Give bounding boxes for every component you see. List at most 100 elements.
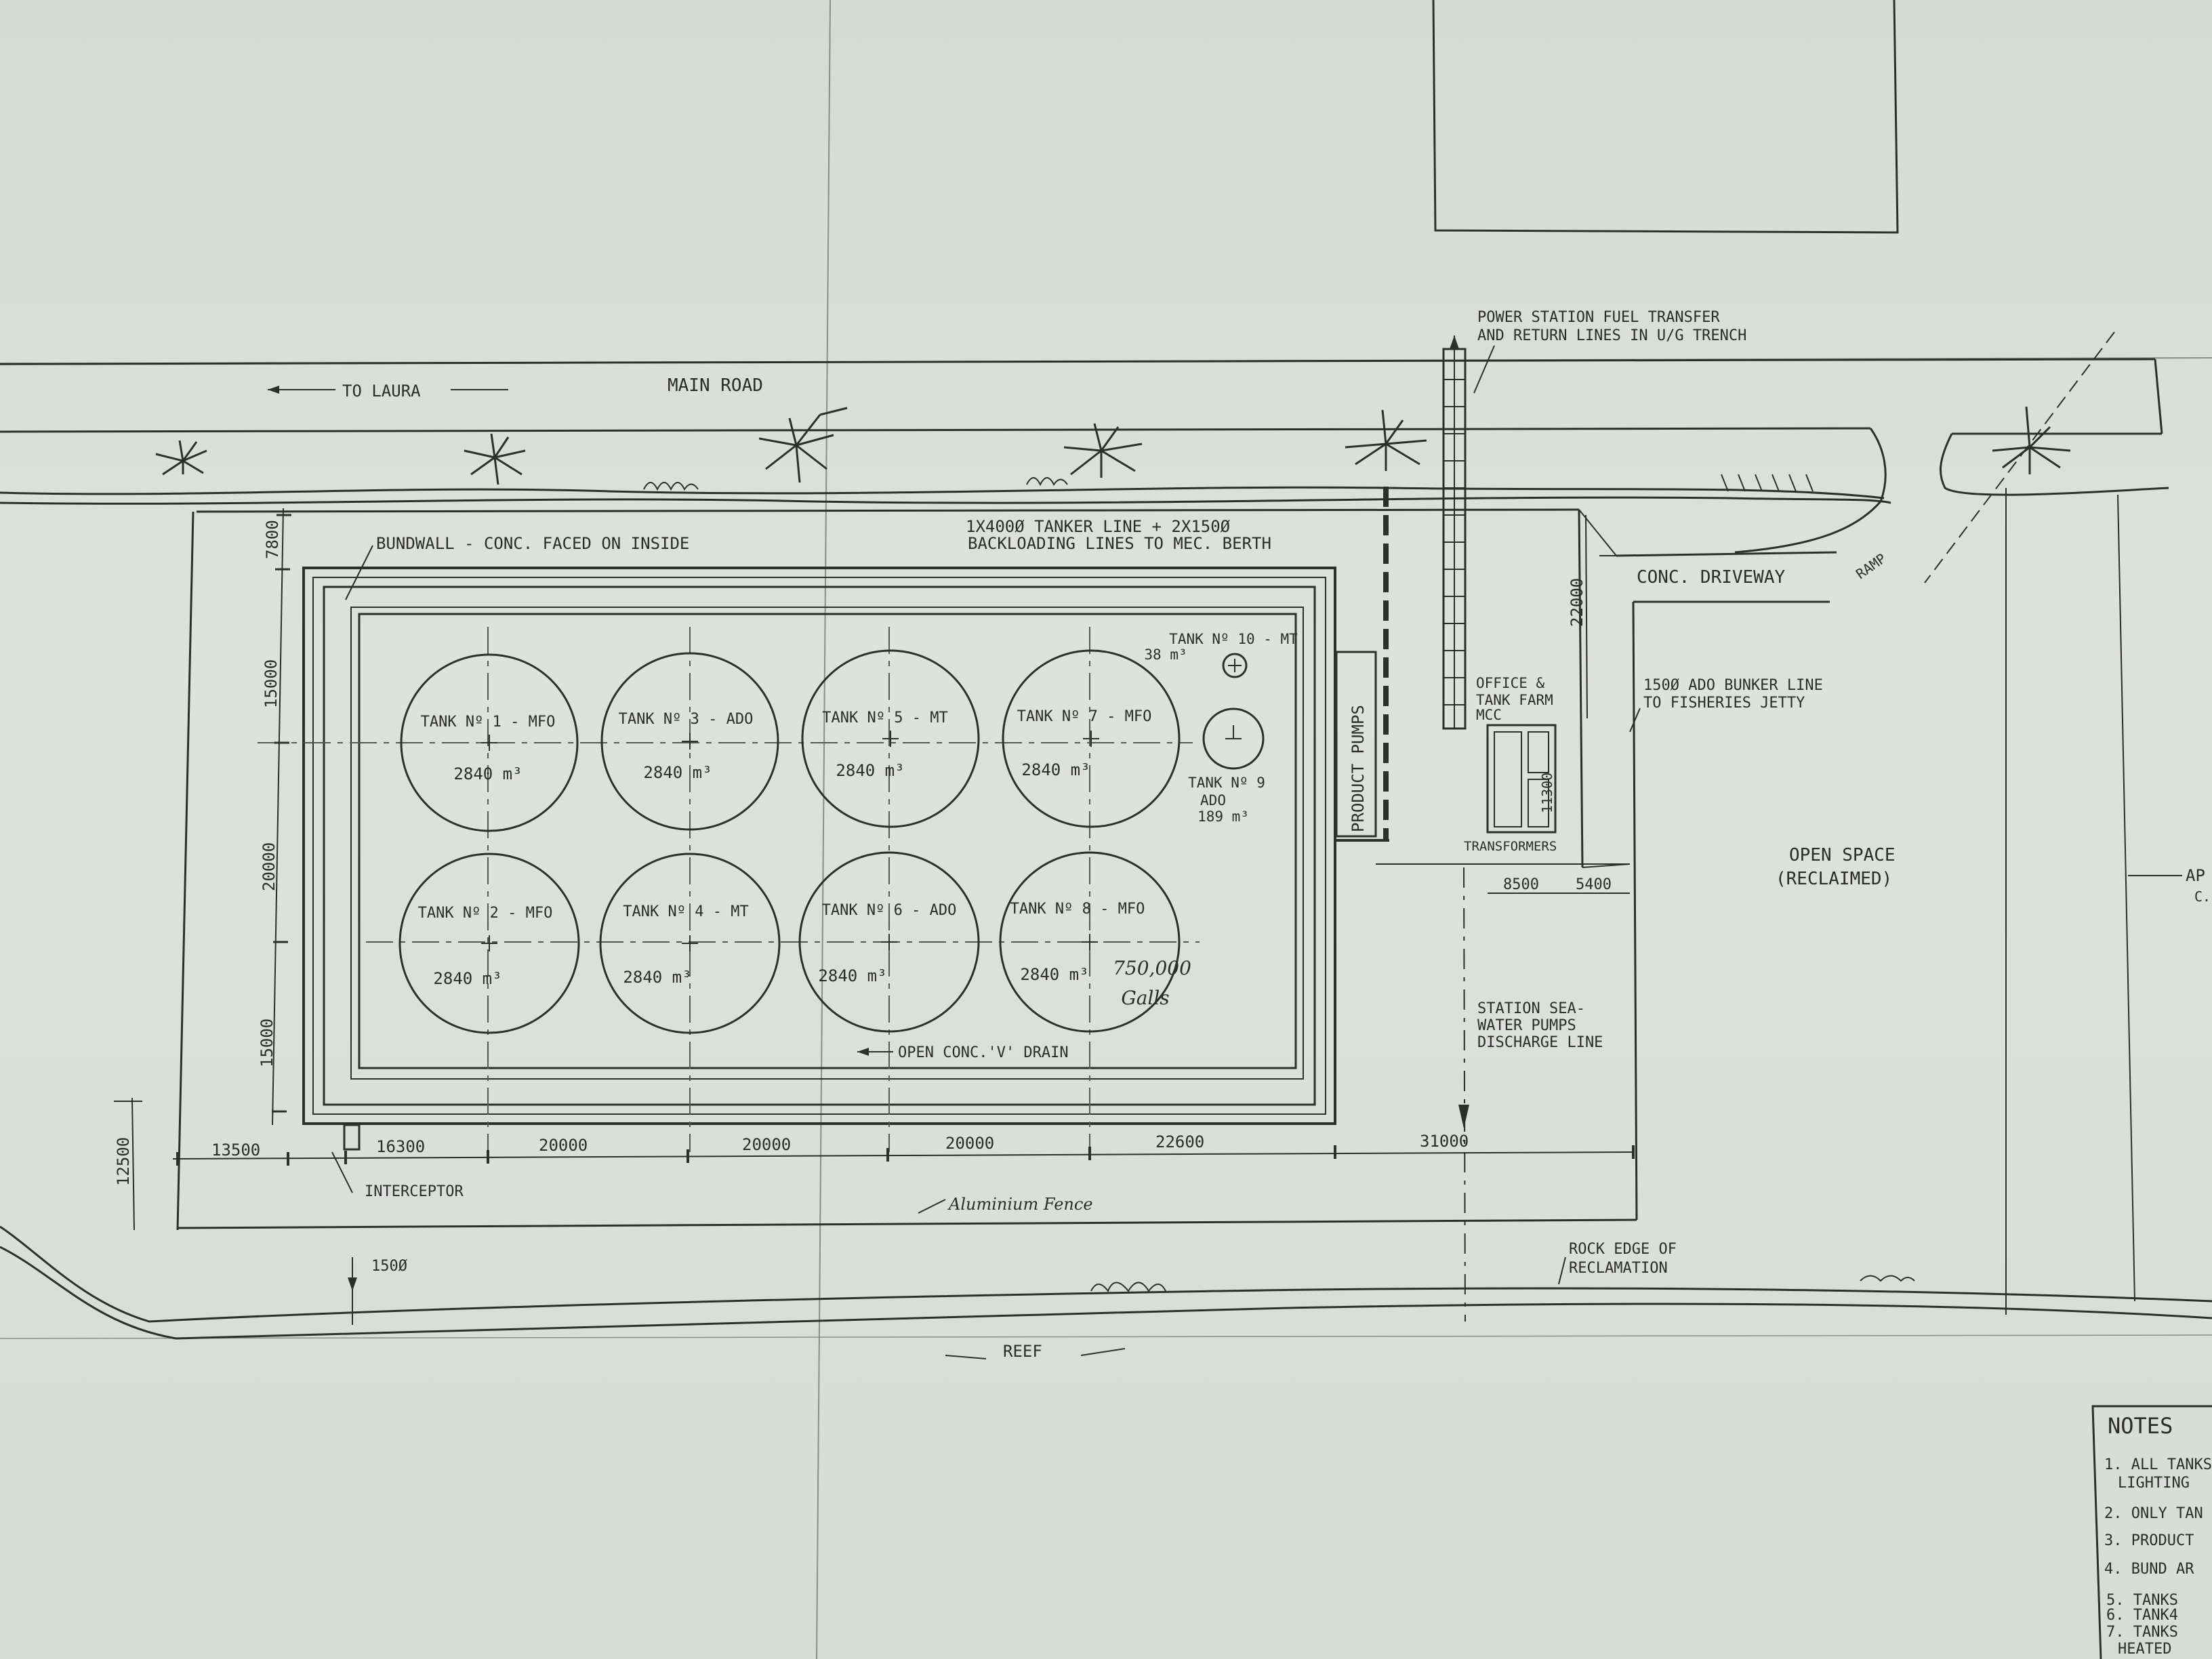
tank-capacity: 2840 m³ xyxy=(643,763,712,782)
dimension-label: 22000 xyxy=(1568,578,1586,627)
bunker-line-label-1: 150Ø ADO BUNKER LINE xyxy=(1643,677,1823,694)
bunker-line-label-2: TO FISHERIES JETTY xyxy=(1643,695,1805,712)
dimension-label: 20000 xyxy=(260,842,279,891)
tank-6[interactable]: TANK Nº 6 - ADO 2840 m³ xyxy=(798,851,980,1033)
note-item: 2. ONLY TAN xyxy=(2104,1505,2203,1522)
note-item: 1. ALL TANKS xyxy=(2104,1456,2212,1473)
driveway-label: CONC. DRIVEWAY xyxy=(1637,567,1785,588)
tank-name: TANK Nº 6 - ADO xyxy=(822,902,957,919)
dimension-label: 20000 xyxy=(945,1134,994,1153)
palm-tree-icon xyxy=(464,433,526,485)
product-pumps: PRODUCT PUMPS xyxy=(1335,487,1389,842)
handwritten-note: 750,000 xyxy=(1113,957,1191,979)
handwritten-note: Galls xyxy=(1121,987,1169,1009)
palm-tree-icon xyxy=(1063,423,1143,478)
seawater-label-1: STATION SEA- xyxy=(1477,1000,1585,1017)
dimension-label: 31000 xyxy=(1420,1132,1469,1151)
open-space-label-1: OPEN SPACE xyxy=(1789,845,1896,865)
main-road-label: MAIN ROAD xyxy=(668,375,763,396)
dimension-label: 15000 xyxy=(262,659,281,708)
tank-7[interactable]: TANK Nº 7 - MFO 2840 m³ xyxy=(1002,649,1181,828)
palm-tree-icon xyxy=(155,440,207,476)
rock-edge-label-2: RECLAMATION xyxy=(1569,1260,1668,1277)
note-item: LIGHTING xyxy=(2118,1475,2190,1492)
palm-tree-icon xyxy=(1345,409,1427,471)
seawater-label-3: DISCHARGE LINE xyxy=(1477,1034,1603,1051)
drain-label: OPEN CONC.'V' DRAIN xyxy=(898,1044,1069,1061)
tank-capacity: 189 m³ xyxy=(1197,808,1249,825)
tank-capacity: 2840 m³ xyxy=(433,969,501,988)
shrubs xyxy=(643,474,1814,492)
tank-4[interactable]: TANK Nº 4 - MT 2840 m³ xyxy=(599,853,781,1034)
office-label-2: TANK FARM xyxy=(1476,692,1553,708)
note-item: 4. BUND AR xyxy=(2104,1561,2194,1578)
tank-capacity: 2840 m³ xyxy=(836,761,904,780)
power-line-label-2: AND RETURN LINES IN U/G TRENCH xyxy=(1477,327,1746,344)
notes-box xyxy=(2091,1405,2212,1659)
bundwall xyxy=(302,567,1336,1125)
open-space-label-2: (RECLAIMED) xyxy=(1776,869,1892,889)
main-road xyxy=(0,331,2169,583)
tank-2[interactable]: TANK Nº 2 - MFO 2840 m³ xyxy=(398,853,580,1034)
tank-capacity: 2840 m³ xyxy=(1020,965,1088,984)
dimension-label: 13500 xyxy=(211,1141,260,1160)
pipe-label: 150Ø xyxy=(371,1258,407,1275)
notes-title: NOTES xyxy=(2108,1413,2173,1439)
dimension-label: 12500 xyxy=(114,1137,133,1186)
tank-name: TANK Nº 4 - MT xyxy=(623,903,748,920)
office-label-1: OFFICE & xyxy=(1476,675,1545,691)
tank-1[interactable]: TANK Nº 1 - MFO 2840 m³ xyxy=(400,653,579,832)
reef-label: REEF xyxy=(1003,1342,1042,1361)
power-line-label-1: POWER STATION FUEL TRANSFER xyxy=(1477,309,1720,326)
dimension-label: 16300 xyxy=(376,1137,425,1156)
dimension-label: 20000 xyxy=(539,1136,588,1155)
tank-grid-lines xyxy=(258,627,1200,1152)
tanker-line-label-2: BACKLOADING LINES TO MEC. BERTH xyxy=(968,534,1271,553)
dimension-label: 7800 xyxy=(263,520,282,559)
tank-name: TANK Nº 9 xyxy=(1188,775,1265,791)
dimension-label: 20000 xyxy=(742,1135,791,1154)
tank-capacity: 2840 m³ xyxy=(453,764,522,783)
fence-label: Aluminium Fence xyxy=(947,1195,1093,1214)
vertical-dimensions xyxy=(114,508,291,1231)
tank-capacity: 2840 m³ xyxy=(623,968,691,987)
note-item: 3. PRODUCT xyxy=(2104,1532,2194,1549)
tank-3[interactable]: TANK Nº 3 - ADO 2840 m³ xyxy=(600,652,779,831)
dimension-label: 15000 xyxy=(258,1019,276,1067)
rock-edge-label-1: ROCK EDGE OF xyxy=(1569,1241,1677,1258)
tank-capacity: 2840 m³ xyxy=(1021,760,1090,779)
dimension-label: 11300 xyxy=(1539,773,1555,813)
transformers-label: TRANSFORMERS xyxy=(1464,839,1557,854)
palm-tree-icon xyxy=(758,407,848,483)
interceptor-label: INTERCEPTOR xyxy=(365,1183,464,1200)
tank-5[interactable]: TANK Nº 5 - MT 2840 m³ xyxy=(801,649,980,828)
interceptor xyxy=(331,1124,361,1193)
tank-9[interactable]: TANK Nº 9 ADO 189 m³ xyxy=(1188,708,1265,825)
dimension-label: 5400 xyxy=(1576,876,1612,893)
tank-name: TANK Nº 3 - ADO xyxy=(619,711,754,728)
tank-name: TANK Nº 8 - MFO xyxy=(1010,901,1145,918)
seawater-label-2: WATER PUMPS xyxy=(1477,1017,1576,1034)
office-label-3: MCC xyxy=(1476,707,1502,723)
tank-name: TANK Nº 10 - MT xyxy=(1169,631,1298,647)
top-block-outline xyxy=(1432,0,1899,234)
office-building[interactable] xyxy=(1486,724,1557,834)
to-laura-label: TO LAURA xyxy=(342,382,421,401)
fuel-trench xyxy=(1442,335,1467,730)
tank-10[interactable]: TANK Nº 10 - MT 38 m³ xyxy=(1144,631,1298,678)
palm-tree-icon xyxy=(1992,406,2071,474)
tank-fuel: ADO xyxy=(1200,792,1226,808)
reef-edge xyxy=(0,1225,2212,1340)
tank-capacity: 38 m³ xyxy=(1144,647,1187,663)
tank-capacity: 2840 m³ xyxy=(818,966,886,985)
tanker-line-label-1: 1X400Ø TANKER LINE + 2X150Ø xyxy=(966,517,1231,536)
tank-name: TANK Nº 5 - MT xyxy=(822,710,947,726)
dimension-label: 8500 xyxy=(1503,876,1539,893)
edge-label: AP xyxy=(2186,866,2205,885)
tank-8[interactable]: TANK Nº 8 - MFO 2840 m³ xyxy=(999,851,1181,1033)
note-item: 5. TANKS xyxy=(2106,1592,2178,1609)
note-item: 7. TANKS xyxy=(2106,1624,2178,1641)
bundwall-label: BUNDWALL - CONC. FACED ON INSIDE xyxy=(376,534,689,553)
